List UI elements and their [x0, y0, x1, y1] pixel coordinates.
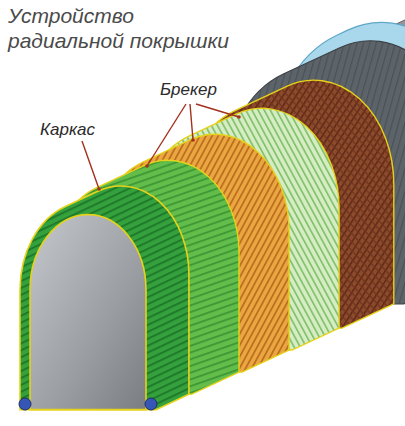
- title: Устройство радиальной покрышки: [8, 4, 244, 54]
- leader-line: [190, 104, 193, 140]
- leader-dot: [97, 187, 101, 191]
- leader-lines: [82, 104, 239, 189]
- leader-dot: [191, 138, 195, 142]
- leader-dot: [145, 164, 149, 168]
- inner-cavity: [30, 215, 146, 410]
- tire-body: [20, 0, 405, 410]
- leader-line: [196, 104, 239, 117]
- leader-line: [147, 104, 186, 166]
- part-label: Брекер: [160, 80, 217, 100]
- carcass-ply: [20, 186, 189, 410]
- leader-dots: [97, 115, 241, 191]
- bead-wire: [19, 398, 31, 410]
- bead-wire: [145, 398, 157, 410]
- part-label: Каркас: [40, 120, 95, 140]
- leader-line: [82, 141, 99, 189]
- leader-dot: [237, 115, 241, 119]
